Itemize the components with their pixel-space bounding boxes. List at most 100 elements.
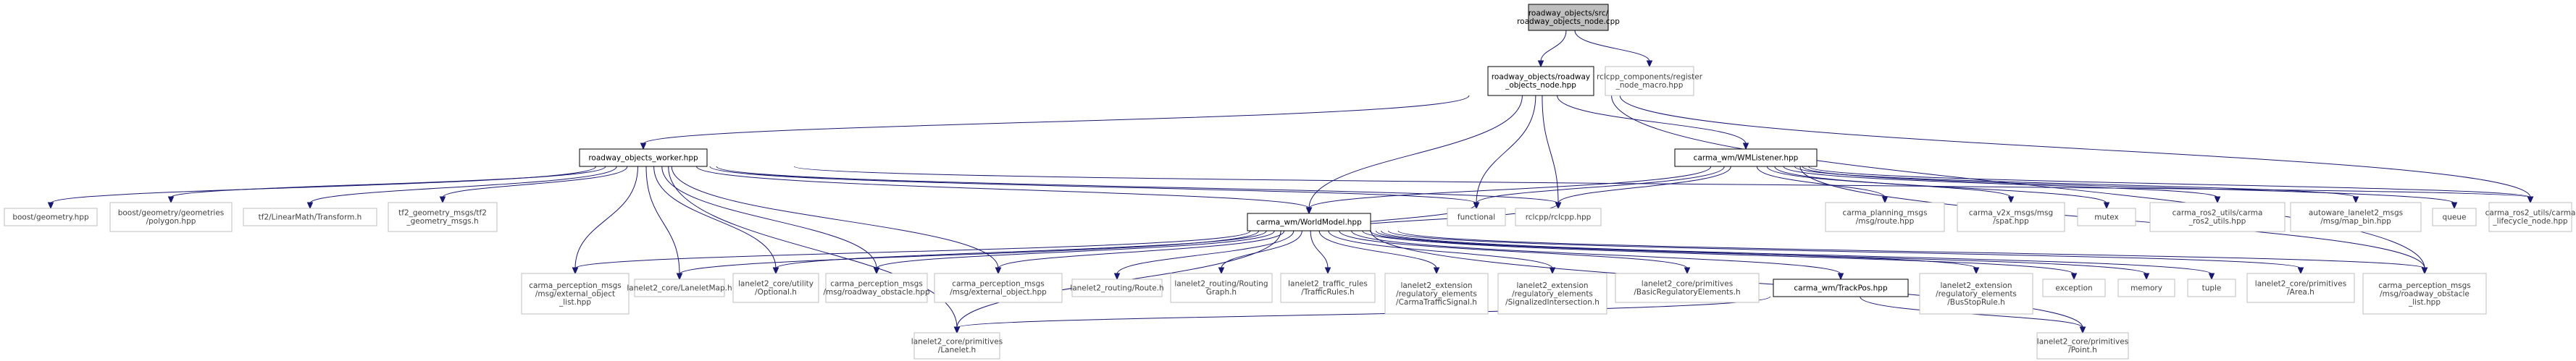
node-label-line: tuple [2202,284,2222,292]
node-n18: carma_perception_msgs/msg/external_objec… [934,273,1063,303]
node-label-line: /msg/external_object [535,289,615,298]
node-box [1957,202,2065,232]
node-label-line: _node_macro.hpp [1615,81,1684,90]
node-box [2246,273,2355,303]
node-n0[interactable]: roadway_objects/src/roadway_objects_node… [1517,4,1620,31]
edge-line [679,230,1259,275]
edge-line [1339,230,1688,269]
edge-line [1116,230,1295,275]
node-label-line: roadway_objects/roadway [1492,73,1590,82]
node-label-line: lanelet2_extension [1940,281,2012,290]
edge-n4-to-n25 [1802,166,2458,210]
edge-line [645,166,680,275]
edge-arrowhead [1537,60,1544,68]
node-n34: exception [2042,279,2106,297]
node-n26: lanelet2_routing/Route.h [1070,279,1164,297]
edge-n13-to-n30 [1328,230,1556,275]
edge-arrowhead [1549,267,1556,275]
edge-n13-to-n29 [1318,230,1440,275]
edge-n4-to-n23 [1783,166,2221,204]
edge-line [1221,230,1302,269]
node-n13[interactable]: carma_wm/WorldModel.hpp [1247,213,1371,232]
edge-n32-to-n19 [953,296,1770,334]
node-label-line: /msg/map_bin.hpp [2320,217,2391,226]
edge-arrowhead [2451,202,2458,210]
node-label-line: boost/geometry/geometries [118,209,225,218]
node-n3[interactable]: roadway_objects_worker.hpp [579,148,708,167]
node-label-line: roadway_objects_worker.hpp [588,153,698,162]
edge-line [1574,30,1650,62]
node-n32[interactable]: carma_wm/TrackPos.hpp [1773,279,1909,297]
node-box [109,202,233,232]
edge-line [1542,95,1559,204]
edge-arrowhead [1881,196,1889,204]
node-box [732,273,819,303]
node-label-line: functional [1458,213,1495,221]
edge-line [1310,230,1329,269]
edge-n13-to-n14 [572,230,1251,275]
edge-n1-to-n4 [1557,95,1749,150]
edge-line [1476,166,1725,204]
edge-arrowhead [2103,202,2110,210]
node-label-line: lanelet2_core/primitives [1642,280,1733,289]
node-box [1170,273,1273,303]
node-label-line: lanelet2_traffic_rules [1288,280,1368,289]
node-box [934,273,1063,303]
node-label-line: lanelet2_core/LaneletMap.h [627,284,732,292]
node-label-line: carma_v2x_msgs/msg [1969,209,2053,218]
node-box [913,332,1000,360]
node-label-line: exception [2055,284,2092,292]
node-box [2290,202,2422,232]
edge-arrowhead [1473,202,1480,210]
edge-n13-to-n18 [995,230,1285,275]
node-n4[interactable]: carma_wm/WMListener.hpp [1674,148,1818,167]
edge-arrowhead [1324,267,1331,275]
edge-line [1774,166,2107,204]
edge-arrowhead [1433,267,1440,275]
node-label-line: _lifecycle_node.hpp [2492,217,2567,226]
edge-arrowhead [2421,267,2428,275]
node-label-line: lanelet2_core/utility [738,280,814,289]
node-box [2432,208,2477,226]
edge-n4-to-n7 [1808,166,2534,204]
node-label-line: lanelet2_core/primitives [2255,280,2346,289]
edge-arrowhead [1555,202,1562,210]
edge-n3-to-n17 [661,166,880,275]
node-label-line: carma_perception_msgs [529,281,622,290]
node-n21: carma_v2x_msgs/msg/spat.hpp [1957,202,2065,232]
node-label-line: /Point.h [2068,346,2097,354]
edge-line [1397,230,2425,269]
node-label-line: _list.hpp [559,298,591,307]
node-label-line: mutex [2094,213,2119,221]
node-box [2042,279,2106,297]
edge-line [775,230,1267,269]
edge-arrowhead [1218,267,1225,275]
node-n16: lanelet2_core/utility/Optional.h [732,273,819,303]
node-label-line: _list.hpp [2408,298,2441,307]
edge-n13-to-n31 [1339,230,1691,275]
node-label-line: /polygon.hpp [146,217,196,226]
node-label-line: carma_ros2_utils/carma [2485,209,2576,218]
edge-arrowhead [2007,196,2015,204]
edge-arrowhead [439,196,446,204]
edge-arrowhead [2070,273,2078,281]
edge-n3-to-n15 [645,166,683,281]
edge-line [1318,230,1437,269]
node-label-line: lanelet2_extension [1400,281,1472,290]
node-box [2077,208,2136,226]
edge-n13-to-n37 [1388,230,2304,275]
node-label-line: carma_wm/WMListener.hpp [1694,153,1799,162]
edge-n13-to-n35 [1375,230,2150,281]
edge-line [1557,95,1747,145]
node-box [2187,279,2236,297]
node-label-line: rclcpp/rclcpp.hpp [1526,213,1592,221]
edge-line [1802,166,2455,204]
node-n1[interactable]: roadway_objects/roadway_objects_node.hpp [1487,66,1594,96]
node-label-line: lanelet2_routing/Routing [1174,280,1268,289]
edge-n1-to-n3 [640,95,1470,150]
edge-n3-to-n19 [668,166,961,334]
node-label-line: _objects_node.hpp [1505,81,1576,90]
edge-line [1328,230,1553,269]
edge-n3-to-n5 [709,166,1480,210]
edge-arrowhead [2352,196,2359,204]
